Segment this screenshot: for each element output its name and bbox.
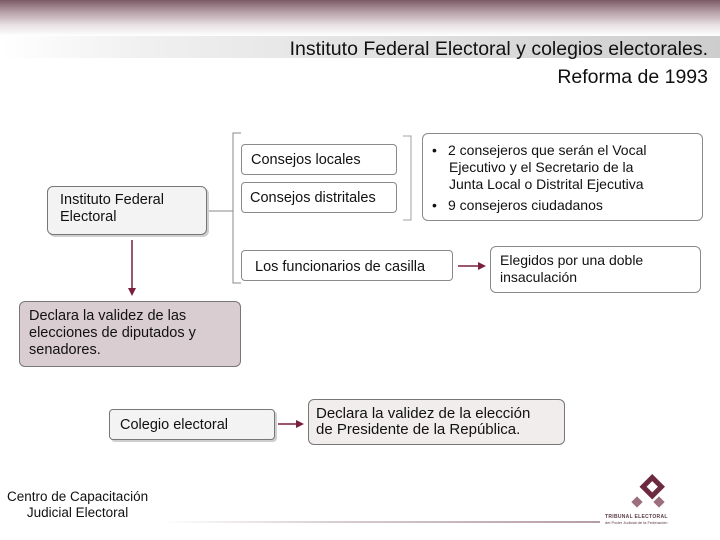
bullet-icon: • xyxy=(432,142,437,158)
colegio-electoral-label: Colegio electoral xyxy=(120,417,229,433)
ife-label-line2: Electoral xyxy=(60,209,117,225)
consejeros-bullet-2: •9 consejeros ciudadanos xyxy=(432,197,603,213)
brace-connector xyxy=(232,132,241,284)
ife-label: Instituto Federal Electoral xyxy=(60,192,164,226)
title-band xyxy=(0,36,720,58)
consejeros-box: •2 consejeros que serán el Vocal Ejecuti… xyxy=(422,133,703,221)
elegidos-box: Elegidos por una doble insaculación xyxy=(490,246,701,293)
declara-presidente-label: Declara la validez de la elección de Pre… xyxy=(316,405,531,438)
tribunal-logo-icon xyxy=(631,474,665,508)
declara-presidente-box: Declara la validez de la elección de Pre… xyxy=(308,399,565,445)
consejeros-bullet-1: •2 consejeros que serán el Vocal Ejecuti… xyxy=(432,142,647,192)
consejos-locales-box: Consejos locales xyxy=(241,144,397,175)
consejos-locales-label: Consejos locales xyxy=(251,152,361,168)
elegidos-label: Elegidos por una doble insaculación xyxy=(500,252,644,285)
bullet-icon: • xyxy=(432,197,437,213)
colegio-electoral-box: Colegio electoral xyxy=(109,409,275,440)
page-subtitle: Reforma de 1993 xyxy=(557,66,708,88)
funcionarios-box: Los funcionarios de casilla xyxy=(241,250,453,281)
funcionarios-label: Los funcionarios de casilla xyxy=(255,259,426,275)
logo-subtext: del Poder Judicial de la Federación xyxy=(605,520,668,525)
consejos-bracket xyxy=(403,135,412,221)
footer-institution: Centro de Capacitación Judicial Electora… xyxy=(7,489,149,520)
consejos-distritales-label: Consejos distritales xyxy=(250,190,376,206)
logo-text: TRIBUNAL ELECTORAL xyxy=(605,514,668,520)
footer-divider xyxy=(160,521,600,523)
header-band xyxy=(0,0,720,36)
ife-box: Instituto Federal Electoral xyxy=(47,186,207,235)
page-title: Instituto Federal Electoral y colegios e… xyxy=(289,38,708,60)
declara-diputados-box: Declara la validez de las elecciones de … xyxy=(19,301,241,367)
ife-label-line1: Instituto Federal xyxy=(60,192,164,208)
consejos-distritales-box: Consejos distritales xyxy=(241,182,397,213)
declara-diputados-label: Declara la validez de las elecciones de … xyxy=(29,308,196,358)
